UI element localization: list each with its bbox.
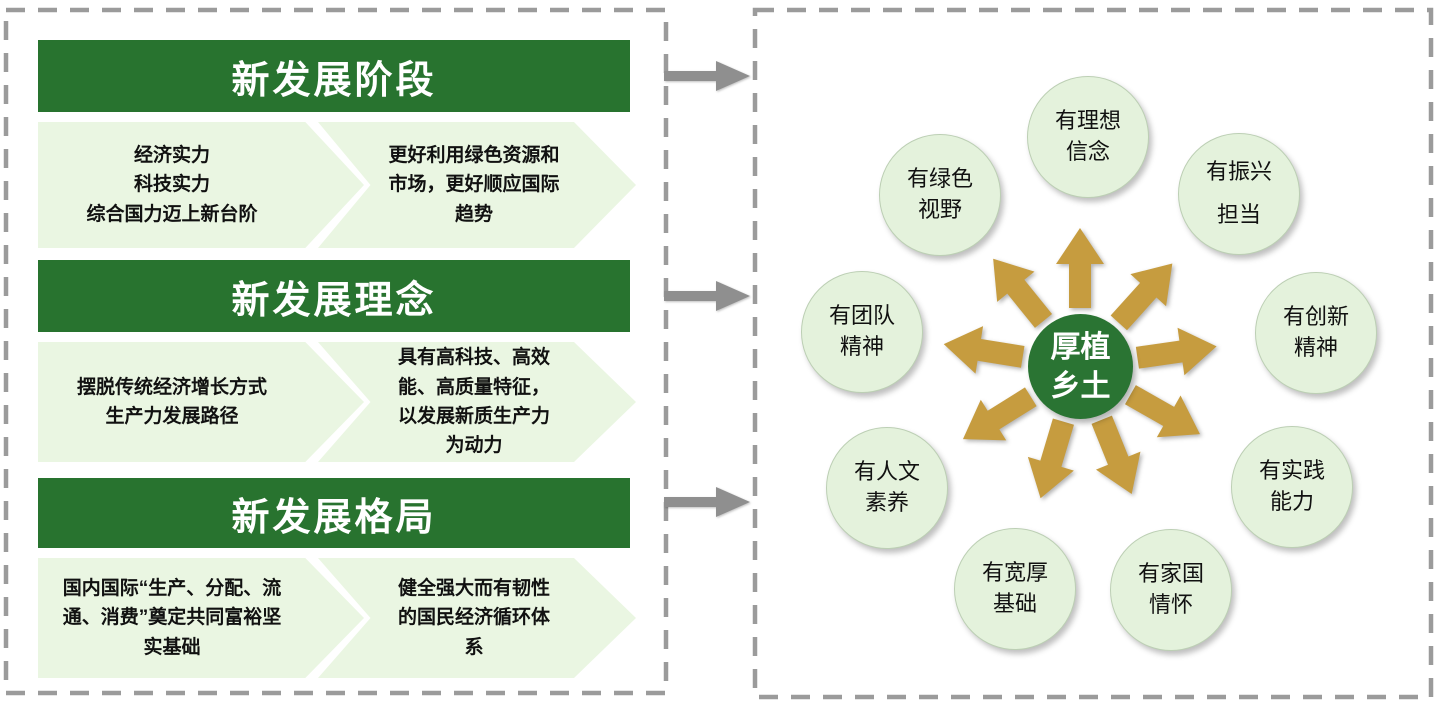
chevron-text: 健全强大而有韧性 的国民经济循环体 系 [397, 577, 550, 658]
connector-right-arrow-icon [664, 281, 750, 311]
concept-right-chevron-box: 具有高科技、高效 能、高质量特征， 以发展新质生产力 为动力 [318, 342, 636, 462]
outward-arrow-icon [1091, 415, 1141, 494]
circle-humanistic-quality: 有人文 素养 [826, 427, 948, 549]
circle-green-vision: 有绿色 视野 [879, 134, 1001, 256]
pattern-left-chevron-box: 国内国际“生产、分配、流 通、消费”奠定共同富裕坚 实基础 [38, 558, 364, 678]
section-header-new-development-concept: 新发展理念 [38, 260, 630, 332]
circle-label: 有宽厚 基础 [981, 560, 1048, 616]
circle-ideal-belief: 有理想 信念 [1027, 76, 1149, 198]
chevron-text: 摆脱传统经济增长方式 生产力发展路径 [76, 376, 267, 427]
chevron-text: 国内国际“生产、分配、流 通、消费”奠定共同富裕坚 实基础 [62, 577, 282, 658]
section-title: 新发展阶段 [231, 59, 437, 102]
concept-left-chevron-box: 摆脱传统经济增长方式 生产力发展路径 [38, 342, 364, 462]
outward-arrow-icon [1135, 327, 1217, 376]
circle-revitalization-duty: 有振兴 担当 [1178, 133, 1300, 255]
right-arrow-icon [664, 281, 750, 311]
circle-team-spirit: 有团队 精神 [801, 271, 923, 393]
radial-arrows [943, 228, 1217, 499]
chevron-text: 经济实力 科技实力 综合国力迈上新台阶 [86, 144, 258, 225]
circle-label: 有振兴 担当 [1205, 159, 1272, 227]
circle-innovation-spirit: 有创新 精神 [1255, 272, 1377, 394]
center-circle-rooted-rural: 厚植 乡土 [1028, 314, 1133, 419]
outward-arrow-icon [943, 326, 1025, 374]
section-title: 新发展理念 [231, 279, 437, 322]
circle-label: 有团队 精神 [828, 303, 895, 359]
outward-arrow-icon [993, 258, 1053, 328]
circle-practice-ability: 有实践 能力 [1231, 426, 1353, 548]
circle-label: 有理想 信念 [1054, 108, 1121, 164]
chevron-text: 具有高科技、高效 能、高质量特征， 以发展新质生产力 为动力 [397, 347, 550, 457]
right-arrow-icon [664, 61, 750, 91]
outward-arrow-icon [1056, 228, 1104, 308]
outward-arrow-icon [1027, 418, 1074, 499]
circle-broad-foundation: 有宽厚 基础 [954, 528, 1076, 650]
pattern-right-chevron-box: 健全强大而有韧性 的国民经济循环体 系 [318, 558, 636, 678]
circle-label: 有人文 素养 [853, 459, 920, 515]
outward-arrow-icon [962, 387, 1037, 441]
outward-arrow-icon [1110, 263, 1173, 331]
connector-right-arrow-icon [664, 61, 750, 91]
outward-arrow-icon [1124, 385, 1200, 438]
stage-left-chevron-box: 经济实力 科技实力 综合国力迈上新台阶 [38, 122, 364, 248]
circle-label: 有创新 精神 [1282, 304, 1349, 360]
radial-arrow-group [943, 228, 1217, 499]
circle-patriotic-feeling: 有家国 情怀 [1110, 529, 1232, 651]
circle-label: 有家国 情怀 [1137, 561, 1204, 617]
right-panel-border [752, 7, 1434, 700]
center-circle-label: 厚植 乡土 [1050, 330, 1111, 403]
connector-right-arrow-icon [664, 487, 750, 517]
section-header-new-development-pattern: 新发展格局 [38, 478, 630, 548]
left-panel-border [3, 7, 669, 696]
chevron-text: 更好利用绿色资源和 市场，更好顺应国际 趋势 [388, 144, 560, 225]
stage-right-chevron-box: 更好利用绿色资源和 市场，更好顺应国际 趋势 [318, 122, 636, 248]
section-title: 新发展格局 [231, 496, 437, 539]
section-header-new-development-stage: 新发展阶段 [38, 40, 630, 112]
circle-label: 有实践 能力 [1258, 458, 1325, 514]
circle-label: 有绿色 视野 [906, 166, 973, 222]
right-arrow-icon [664, 487, 750, 517]
